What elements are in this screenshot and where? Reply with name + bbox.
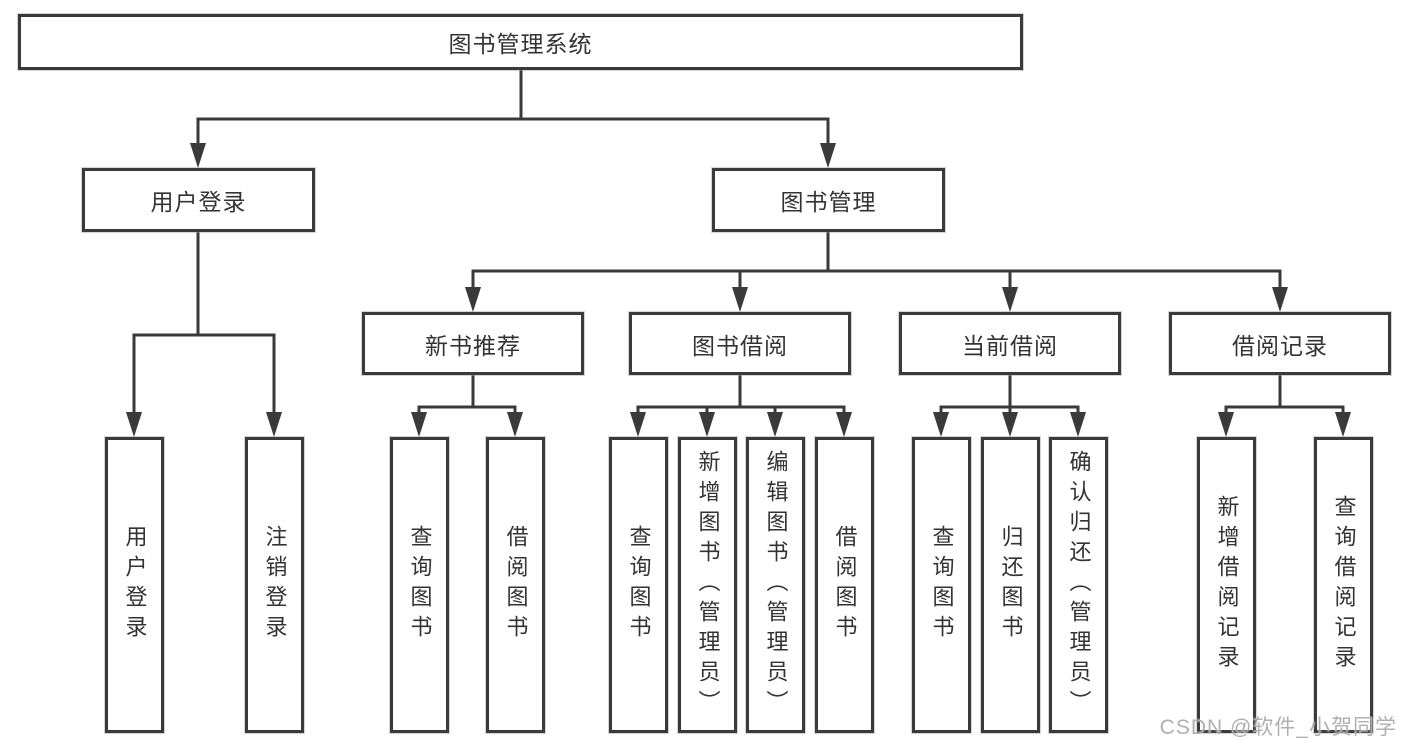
leaf-current-query-books-label: 查询图书 <box>929 525 955 645</box>
leaf-borrow-edit-books-admin-label: 编辑图书（管理员） <box>763 450 789 720</box>
leaf-borrow-edit-books-admin: 编辑图书（管理员） <box>746 437 805 733</box>
leaf-records-add-record: 新增借阅记录 <box>1197 437 1256 733</box>
leaf-logout: 注销登录 <box>245 437 304 733</box>
node-root: 图书管理系统 <box>18 14 1023 70</box>
node-current-borrowing-label: 当前借阅 <box>962 332 1058 359</box>
leaf-borrow-query-books: 查询图书 <box>609 437 668 733</box>
leaf-user-login-label: 用户登录 <box>122 525 148 645</box>
leaf-borrow-query-books-label: 查询图书 <box>626 525 652 645</box>
leaf-newbooks-borrow-books-label: 借阅图书 <box>503 525 529 645</box>
leaf-borrow-add-books-admin: 新增图书（管理员） <box>678 437 737 733</box>
node-book-management-label: 图书管理 <box>780 189 877 215</box>
leaf-current-return-books: 归还图书 <box>981 437 1040 733</box>
node-new-book-recommend: 新书推荐 <box>362 312 584 375</box>
node-borrowing-records: 借阅记录 <box>1169 312 1391 375</box>
leaf-current-return-books-label: 归还图书 <box>998 525 1024 645</box>
node-book-borrowing: 图书借阅 <box>629 312 851 375</box>
node-current-borrowing: 当前借阅 <box>899 312 1121 375</box>
arrowheads <box>126 143 1351 437</box>
leaf-newbooks-query-books-label: 查询图书 <box>407 525 433 645</box>
node-root-label: 图书管理系统 <box>448 31 593 57</box>
node-borrowing-records-label: 借阅记录 <box>1232 332 1328 359</box>
leaf-logout-label: 注销登录 <box>262 525 288 645</box>
leaf-records-add-record-label: 新增借阅记录 <box>1214 495 1240 675</box>
leaf-newbooks-borrow-books: 借阅图书 <box>486 437 545 733</box>
leaf-current-query-books: 查询图书 <box>912 437 971 733</box>
leaf-records-query-record: 查询借阅记录 <box>1314 437 1373 733</box>
watermark: CSDN @软件_小贺同学 <box>1159 716 1397 739</box>
leaf-current-confirm-return-admin-label: 确认归还（管理员） <box>1066 450 1092 720</box>
node-user-login-label: 用户登录 <box>150 189 247 215</box>
leaf-current-confirm-return-admin: 确认归还（管理员） <box>1049 437 1108 733</box>
node-book-borrowing-label: 图书借阅 <box>692 332 788 359</box>
node-user-login: 用户登录 <box>82 168 315 232</box>
leaf-newbooks-query-books: 查询图书 <box>390 437 449 733</box>
node-new-book-recommend-label: 新书推荐 <box>425 332 521 359</box>
leaf-user-login: 用户登录 <box>105 437 164 733</box>
leaf-borrow-borrow-books-label: 借阅图书 <box>832 525 858 645</box>
leaf-records-query-record-label: 查询借阅记录 <box>1331 495 1357 675</box>
leaf-borrow-add-books-admin-label: 新增图书（管理员） <box>695 450 721 720</box>
leaf-borrow-borrow-books: 借阅图书 <box>815 437 874 733</box>
node-book-management: 图书管理 <box>712 168 945 232</box>
